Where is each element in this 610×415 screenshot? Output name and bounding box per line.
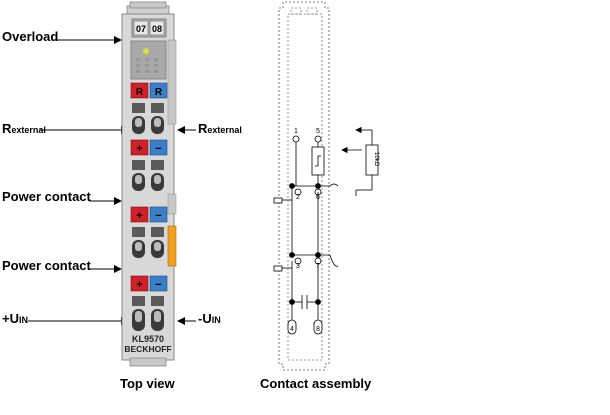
- minus-block-2: [149, 206, 168, 223]
- svg-text:4: 4: [290, 326, 294, 333]
- label-plus-uin: +UIN: [2, 311, 28, 326]
- label-power-contact-1: Power contact: [2, 189, 91, 204]
- label-overload: Overload: [2, 29, 59, 44]
- overload-led: [143, 48, 149, 54]
- label-r-external-left: Rexternal: [2, 121, 46, 136]
- svg-text:−: −: [155, 210, 161, 222]
- resistor-value: 10kΩ: [373, 152, 379, 167]
- terminal-top-view: 07 08 R R + − + − + −: [121, 1, 177, 367]
- svg-text:+: +: [136, 210, 142, 222]
- minus-block-3: [149, 275, 168, 292]
- caption-top-view: Top view: [120, 376, 175, 391]
- svg-text:R: R: [155, 87, 163, 98]
- svg-text:8: 8: [316, 326, 320, 333]
- contact-assembly-labels: 1 5 2 6 3 7 4 8 10kΩ: [290, 128, 379, 333]
- svg-text:+: +: [136, 143, 142, 155]
- r-button-left: [130, 82, 149, 99]
- label-minus-uin: -UIN: [198, 311, 221, 326]
- spring-terminals: [132, 103, 164, 331]
- svg-text:−: −: [155, 143, 161, 155]
- terminal-model: KL9570: [132, 334, 164, 344]
- svg-text:1: 1: [294, 128, 298, 135]
- contact-assembly: [273, 1, 379, 371]
- power-contact-orange: [167, 225, 177, 267]
- led-number-08: 08: [152, 24, 162, 34]
- svg-text:7: 7: [316, 263, 320, 270]
- pointer-lines: [28, 36, 196, 325]
- svg-text:2: 2: [296, 194, 300, 201]
- label-power-contact-2: Power contact: [2, 258, 91, 273]
- svg-text:5: 5: [316, 128, 320, 135]
- r-button-right: [149, 82, 168, 99]
- svg-text:R: R: [136, 87, 144, 98]
- minus-block-1: [149, 139, 168, 156]
- svg-text:−: −: [155, 279, 161, 291]
- plus-block-1: [130, 139, 149, 156]
- caption-contact-assembly: Contact assembly: [260, 376, 372, 391]
- svg-text:3: 3: [296, 263, 300, 270]
- terminal-brand: BECKHOFF: [124, 344, 171, 354]
- led-number-07: 07: [136, 24, 146, 34]
- label-r-external-right: Rexternal: [198, 121, 242, 136]
- svg-text:+: +: [136, 279, 142, 291]
- svg-text:6: 6: [316, 194, 320, 201]
- plus-block-2: [130, 206, 149, 223]
- plus-block-3: [130, 275, 149, 292]
